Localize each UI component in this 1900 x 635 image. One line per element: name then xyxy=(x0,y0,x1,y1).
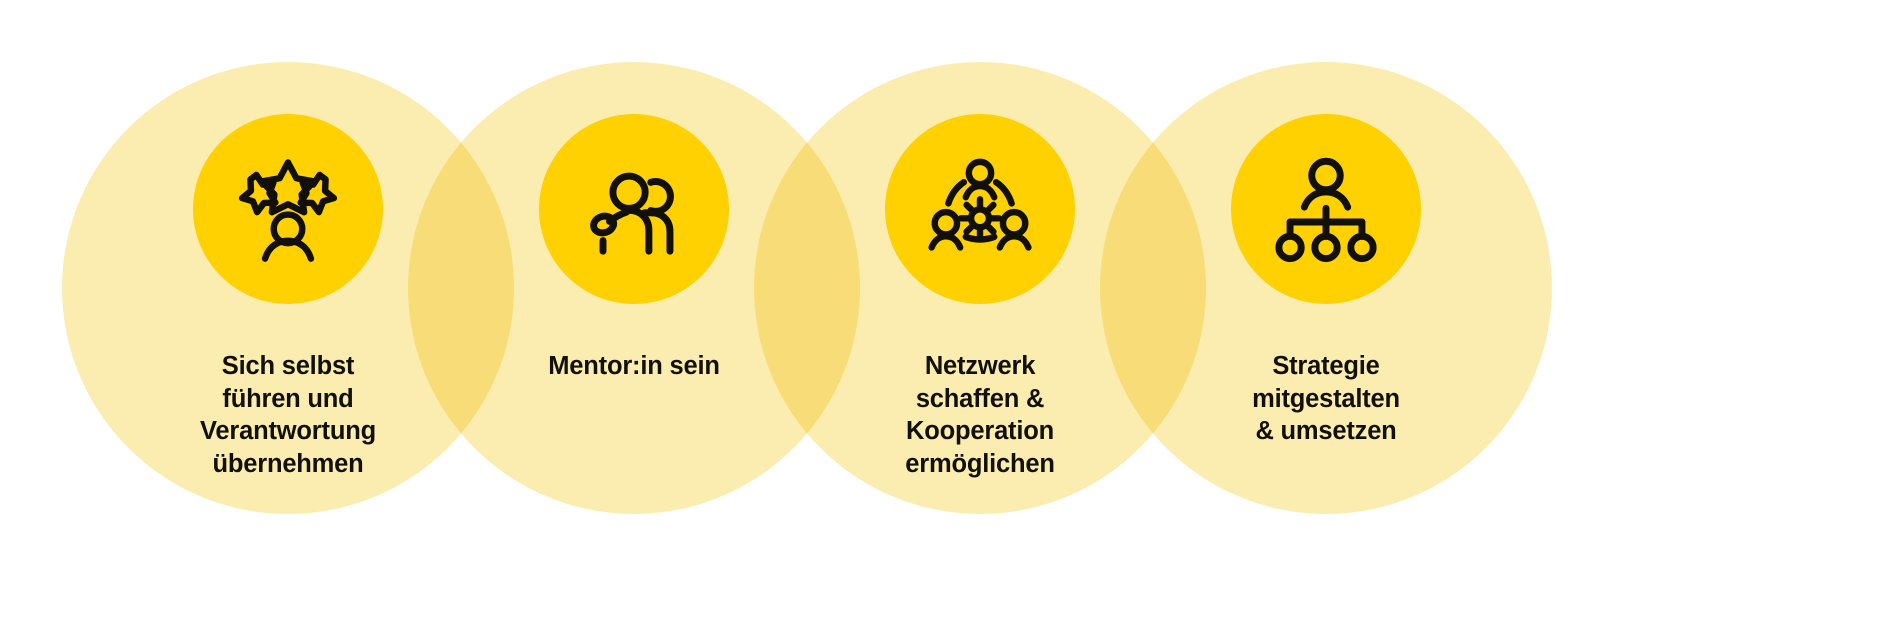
org-chart-hierarchy-icon xyxy=(1264,147,1388,271)
icon-badge-netzwerk[interactable] xyxy=(885,114,1075,304)
circle-item-strategie[interactable]: Strategie mitgestalten & umsetzen xyxy=(1100,62,1552,514)
person-with-stars-icon xyxy=(226,147,350,271)
icon-badge-strategie[interactable] xyxy=(1231,114,1421,304)
circle-caption-mentoring: Mentor:in sein xyxy=(548,352,720,380)
icon-badge-mentoring[interactable] xyxy=(539,114,729,304)
icon-badge-selbstfuehrung[interactable] xyxy=(193,114,383,304)
circle-item-netzwerk[interactable]: Netzwerk schaffen & Kooperation ermöglic… xyxy=(754,62,1206,514)
circle-item-mentoring[interactable]: Mentor:in sein xyxy=(408,62,860,514)
circle-caption-strategie: Strategie mitgestalten & umsetzen xyxy=(1252,352,1400,446)
circle-caption-selbstfuehrung: Sich selbst führen und Verantwortung übe… xyxy=(200,352,376,478)
two-people-mentor-icon xyxy=(572,147,696,271)
network-team-gear-icon xyxy=(918,147,1042,271)
circle-caption-netzwerk: Netzwerk schaffen & Kooperation ermöglic… xyxy=(905,352,1055,478)
circle-item-selbstfuehrung[interactable]: Sich selbst führen und Verantwortung übe… xyxy=(62,62,514,514)
